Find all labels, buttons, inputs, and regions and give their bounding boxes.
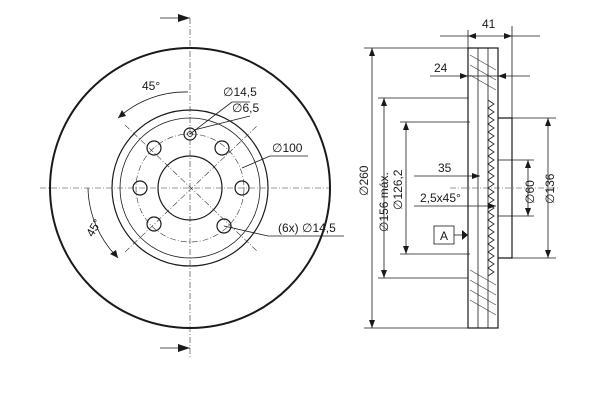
d-friction-dim: ∅156 máx. xyxy=(377,172,391,232)
vent-hatch xyxy=(469,54,497,316)
bolt-hole xyxy=(146,216,162,232)
pcd-dim: ∅100 xyxy=(272,141,303,155)
d-hub-dim: ∅136 xyxy=(543,173,557,204)
hat-depth-dim: 35 xyxy=(438,161,452,175)
front-view: 45° 45° ∅14,5 ∅6,5 ∅100 (6x) ∅14,5 xyxy=(40,14,344,358)
hole-dim-14-5: ∅14,5 xyxy=(223,85,257,99)
d-outer-dim: ∅260 xyxy=(357,165,371,196)
bolt-holes-dim: (6x) ∅14,5 xyxy=(278,221,336,235)
chamfer-dim: 2,5x45° xyxy=(420,191,461,205)
side-view: 41 24 ∅260 ∅156 máx. ∅126,2 35 2,5x45° xyxy=(357,17,560,329)
angle-top-label: 45° xyxy=(142,79,160,93)
datum-label: A xyxy=(440,229,448,243)
d-center-dim: ∅60 xyxy=(523,180,537,204)
bolt-hole xyxy=(214,140,230,156)
width-step-dim: 24 xyxy=(434,61,448,75)
d-hat-dim: ∅126,2 xyxy=(391,169,405,210)
width-total-dim: 41 xyxy=(482,17,496,31)
bolt-hole xyxy=(146,140,162,156)
hat-section xyxy=(498,117,513,259)
hole-dim-6-5: ∅6,5 xyxy=(232,101,259,115)
